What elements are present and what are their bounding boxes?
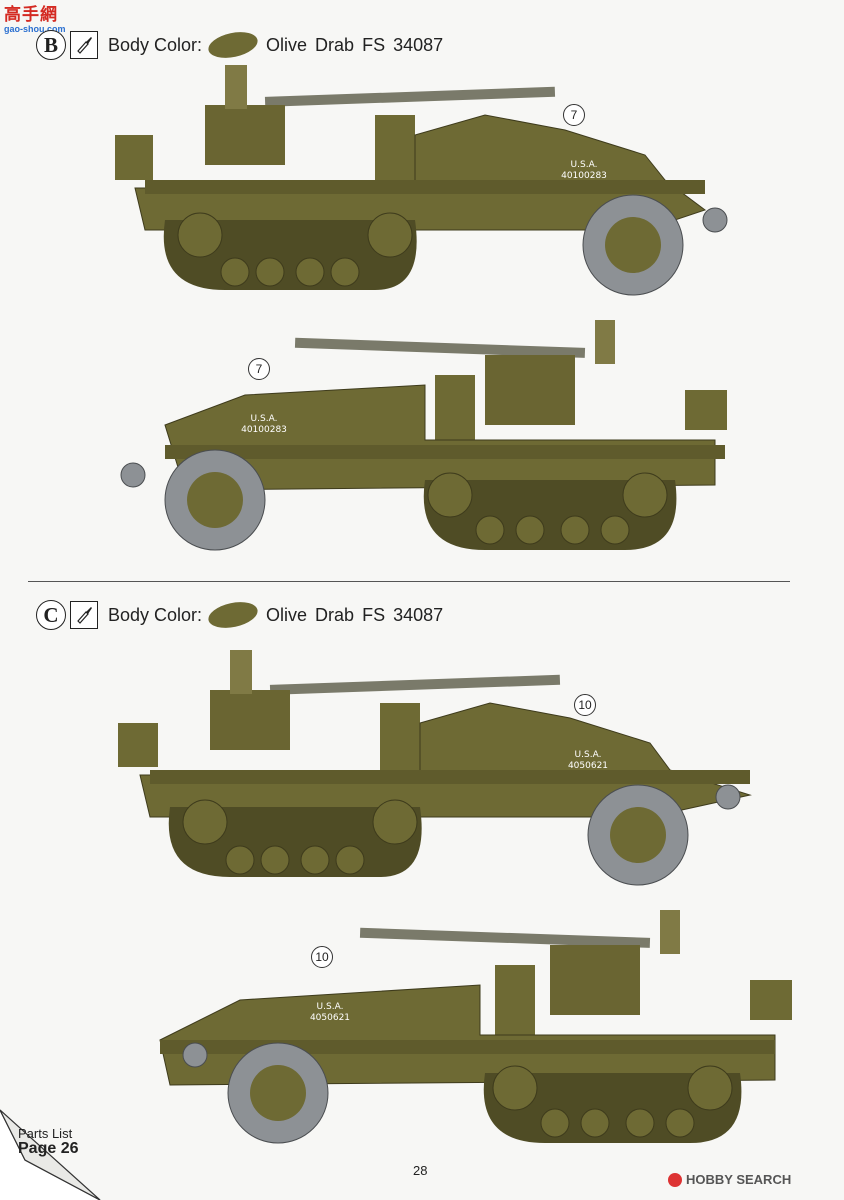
body-color-label: Body Color: — [108, 34, 203, 55]
parts-list-label: Parts List — [18, 1126, 73, 1141]
page-number: 28 — [413, 1163, 428, 1178]
vehicle-b-side-view-2 — [120, 320, 727, 551]
parts-page-reference: Page 26 — [18, 1140, 79, 1157]
section-b-header: B Body Color: Olive Drab FS 34087 — [36, 28, 443, 62]
body-color-label: Body Color: — [108, 604, 203, 625]
hobby-search-watermark: HOBBY SEARCH — [668, 1172, 791, 1187]
marking-callout: 7 — [563, 104, 585, 126]
marking-callout: 10 — [311, 946, 333, 968]
vehicle-serial-marking: U.S.A. 40100283 — [241, 414, 287, 435]
page-fold-corner — [0, 1109, 101, 1200]
vehicle-serial-marking: U.S.A. 40100283 — [561, 160, 607, 181]
paint-brush-icon — [70, 601, 98, 629]
hobby-search-logo-icon — [668, 1172, 682, 1187]
vehicle-b-side-view-1 — [115, 65, 728, 296]
paint-brush-icon — [70, 31, 98, 59]
color-swatch — [206, 598, 260, 632]
vehicle-serial-marking: U.S.A. 4050621 — [309, 1002, 351, 1023]
color-name: Olive Drab FS 34087 — [266, 604, 444, 625]
color-name: Olive Drab FS 34087 — [266, 34, 444, 55]
section-letter: B — [36, 30, 66, 60]
section-c-header: C Body Color: Olive Drab FS 34087 — [36, 598, 443, 632]
marking-callout: 10 — [574, 694, 596, 716]
vehicle-serial-marking: U.S.A. 4050621 — [567, 750, 609, 771]
section-letter: C — [36, 600, 66, 630]
site-watermark-logo: 高手網 gao-shou.com — [4, 5, 66, 35]
color-swatch — [206, 28, 260, 62]
vehicle-c-side-view-1 — [118, 650, 752, 886]
marking-callout: 7 — [248, 358, 270, 380]
vehicle-c-side-view-2 — [159, 910, 792, 1144]
section-divider — [28, 581, 790, 582]
